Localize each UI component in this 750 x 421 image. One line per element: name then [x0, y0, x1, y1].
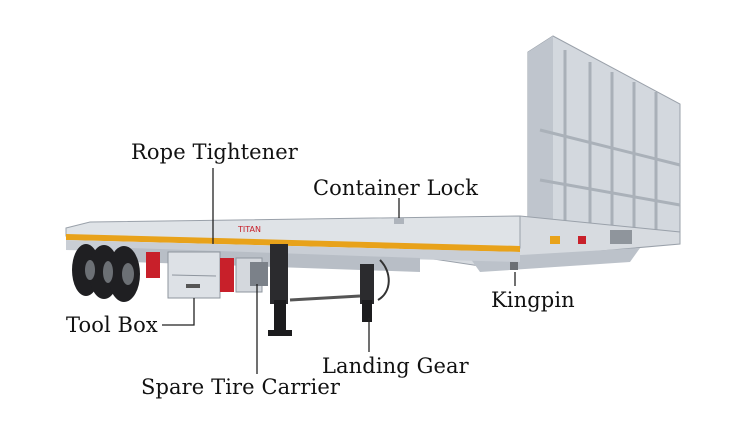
kingpin-label: Kingpin [491, 288, 575, 312]
landing-gear-label: Landing Gear [322, 354, 469, 378]
container-lock-part [394, 218, 404, 224]
tool-box-label: Tool Box [66, 313, 158, 337]
titan-logo: TITAN [237, 225, 261, 234]
leader-lines [162, 168, 516, 374]
tool-box-leader [162, 298, 195, 326]
main-deck: TITAN [65, 215, 521, 262]
front-headboard [527, 35, 681, 241]
yellow-stripe [66, 234, 520, 252]
spare-tire-carrier [250, 262, 268, 286]
rope-tightener-label: Rope Tightener [131, 140, 298, 164]
container-lock-label: Container Lock [313, 176, 479, 200]
landing-gear [268, 244, 390, 336]
spare-tire-carrier-label: Spare Tire Carrier [141, 375, 341, 399]
kingpin-part [510, 262, 518, 270]
tires [72, 244, 140, 302]
